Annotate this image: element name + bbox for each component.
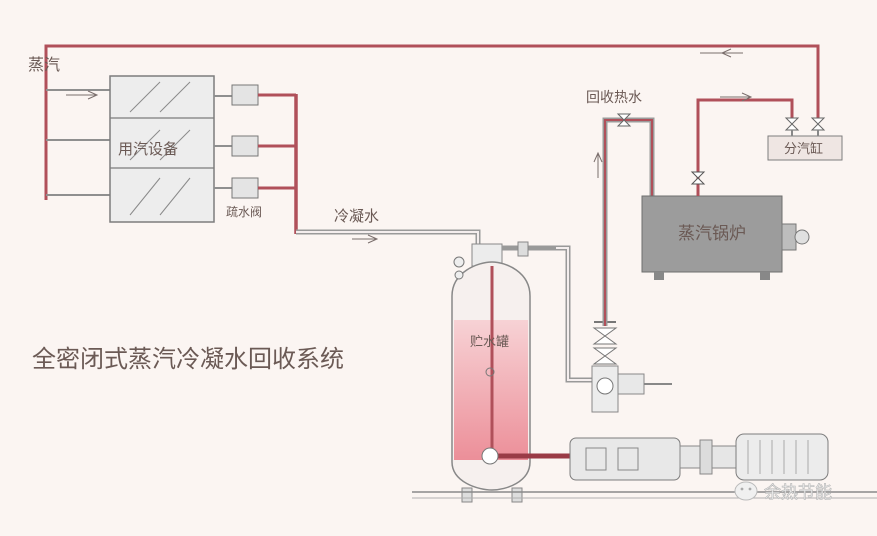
label-trap: 疏水阀 xyxy=(226,204,262,219)
pump-detail xyxy=(585,447,607,471)
trap-valve-1 xyxy=(231,84,259,106)
tank-flange xyxy=(517,241,529,257)
boiler-burner xyxy=(781,223,797,251)
hot-water-return-line-inner xyxy=(604,119,653,326)
watermark-text: 余热节能 xyxy=(764,483,832,503)
burner-fan-icon xyxy=(794,229,810,245)
tank-level-sensor-icon xyxy=(485,367,495,377)
steam-boiler xyxy=(641,195,783,273)
label-header: 分汽缸 xyxy=(784,141,823,157)
balance-pipe-inner xyxy=(556,247,592,381)
balance-pipe xyxy=(556,245,592,383)
equipment-hatching xyxy=(129,81,191,216)
gate-valve-icon xyxy=(592,347,618,365)
boiler-main-valve-icon xyxy=(690,171,706,185)
steam-main-line xyxy=(44,44,820,200)
wechat-icon xyxy=(734,481,758,501)
tank-leg xyxy=(461,487,473,503)
flow-arrow-head xyxy=(741,92,753,102)
trap-valve-3 xyxy=(231,177,259,199)
label-steam-equipment: 用汽设备 xyxy=(118,140,178,158)
condensate-line-inner xyxy=(296,231,479,244)
tank-outlet-flange xyxy=(481,447,499,465)
system-title: 全密闭式蒸汽冷凝水回收系统 xyxy=(32,345,344,373)
check-valve-icon xyxy=(592,327,618,345)
discharge-flange-icon xyxy=(596,377,614,395)
motor-fins xyxy=(747,440,809,474)
pump-detail xyxy=(617,447,639,471)
steam-equipment-box xyxy=(109,75,215,223)
header-valve-icon xyxy=(784,117,800,131)
boiler-foot xyxy=(654,272,664,280)
flow-arrow-head xyxy=(593,151,603,163)
gauge-fitting-icon xyxy=(454,270,464,280)
motor xyxy=(735,433,829,481)
condensate-line xyxy=(296,229,481,244)
inline-valve-icon xyxy=(616,113,632,127)
label-condensate: 冷凝水 xyxy=(334,207,379,225)
pump-discharge-elbow xyxy=(617,373,645,395)
label-boiler: 蒸汽锅炉 xyxy=(678,224,746,244)
flow-arrow-head xyxy=(367,234,379,244)
label-tank: 贮水罐 xyxy=(470,335,509,350)
label-recovered-hot-water: 回收热水 xyxy=(586,90,642,106)
label-steam: 蒸汽 xyxy=(28,55,60,74)
coupling-flange xyxy=(699,439,713,475)
flow-arrow-head xyxy=(720,48,732,58)
pressure-gauge-icon xyxy=(453,256,465,268)
wechat-icon-eye xyxy=(748,487,752,491)
steam-header xyxy=(767,135,843,161)
trap-valve-2 xyxy=(231,135,259,157)
boiler-foot xyxy=(760,272,770,280)
flow-arrow-head xyxy=(87,90,99,100)
watermark: 余热节能 xyxy=(734,481,832,503)
header-valve-icon xyxy=(810,117,826,131)
tank-leg xyxy=(511,487,523,503)
wechat-icon-eye xyxy=(740,487,744,491)
